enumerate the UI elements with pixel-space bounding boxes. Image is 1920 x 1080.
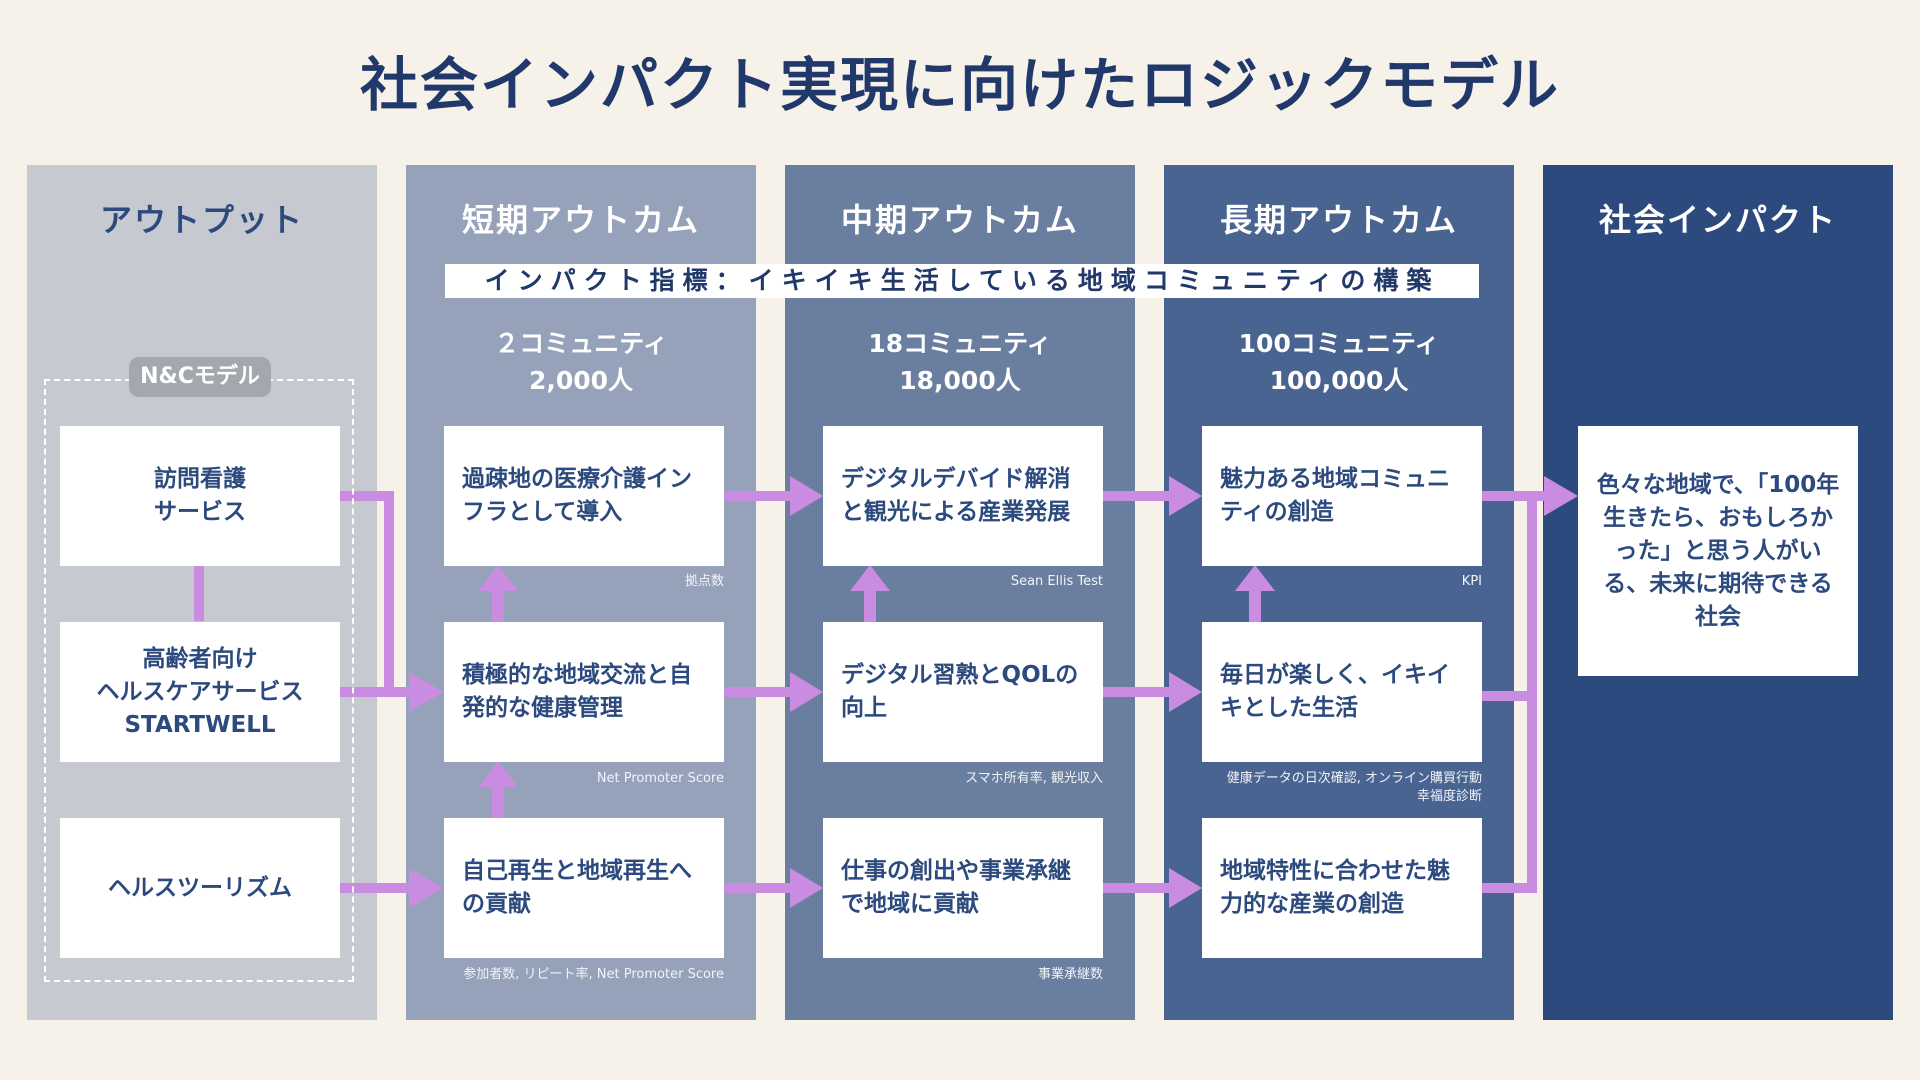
short-term-metric: Net Promoter Score bbox=[596, 771, 724, 786]
connector-line bbox=[1482, 691, 1537, 701]
arrow-head bbox=[409, 868, 444, 908]
box-line: サービス bbox=[154, 499, 246, 525]
target-long-term: 100コミュニティ 100,000人 bbox=[1164, 325, 1514, 399]
box-text: デジタル習熟とQOLの向上 bbox=[841, 662, 1079, 721]
arrow-head bbox=[1169, 476, 1202, 516]
target-mid-term: 18コミュニティ 18,000人 bbox=[785, 325, 1135, 399]
mid-term-box: デジタル習熟とQOLの向上 bbox=[823, 622, 1103, 762]
target-people: 18,000人 bbox=[899, 366, 1021, 395]
arrow-head bbox=[1169, 868, 1202, 908]
short-term-box: 自己再生と地域再生への貢献 bbox=[444, 818, 724, 958]
column-header-mid-term: 中期アウトカム bbox=[840, 201, 1079, 239]
connector-line bbox=[1103, 687, 1169, 697]
box-text: 積極的な地域交流と自発的な健康管理 bbox=[462, 662, 692, 721]
box-text: 毎日が楽しく、イキイキとした生活 bbox=[1220, 662, 1450, 721]
box-text: 過疎地の医療介護インフラとして導入 bbox=[462, 466, 692, 525]
long-term-metric: 健康データの日次確認, オンライン購買行動 bbox=[1226, 771, 1482, 786]
box-text: 仕事の創出や事業承継で地域に貢献 bbox=[841, 858, 1071, 917]
connector-line bbox=[339, 883, 409, 893]
connector-line bbox=[492, 591, 504, 622]
connector-line bbox=[384, 491, 394, 697]
output-link-line bbox=[194, 566, 204, 621]
arrow-head-up bbox=[478, 761, 518, 787]
short-term-metric: 拠点数 bbox=[684, 574, 724, 589]
short-term-box: 過疎地の医療介護インフラとして導入 bbox=[444, 426, 724, 566]
target-short-term: ２コミュニティ 2,000人 bbox=[406, 325, 756, 399]
target-people: 2,000人 bbox=[528, 366, 634, 395]
social-impact-box: 色々な地域で、「100年生きたら、おもしろかった」と思う人がいる、未来に期待でき… bbox=[1578, 426, 1858, 676]
target-people: 100,000人 bbox=[1269, 366, 1409, 395]
target-communities: 100コミュニティ bbox=[1238, 329, 1440, 358]
box-line: 高齢者向け bbox=[142, 645, 258, 672]
arrow-head-up bbox=[478, 565, 518, 591]
arrow-head bbox=[790, 672, 823, 712]
long-term-box: 地域特性に合わせた魅力的な産業の創造 bbox=[1202, 818, 1482, 958]
connector-line bbox=[864, 591, 876, 622]
box-line: STARTWELL bbox=[124, 711, 276, 738]
short-term-box: 積極的な地域交流と自発的な健康管理 bbox=[444, 622, 724, 762]
long-term-box: 魅力ある地域コミュニティの創造 bbox=[1202, 426, 1482, 566]
target-communities: ２コミュニティ bbox=[494, 329, 668, 358]
column-header-long-term: 長期アウトカム bbox=[1219, 201, 1458, 239]
output-box-visiting-nursing: 訪問看護 サービス bbox=[60, 426, 340, 566]
connector-line bbox=[339, 687, 409, 697]
arrow-head-up bbox=[1235, 565, 1275, 591]
box-text: 色々な地域で、「100年生きたら、おもしろかった」と思う人がいる、未来に期待でき… bbox=[1596, 471, 1840, 630]
box-text: デジタルデバイド解消と観光による産業発展 bbox=[841, 466, 1071, 525]
connector-line bbox=[1537, 491, 1547, 501]
column-header-output: アウトプット bbox=[99, 201, 304, 239]
column-header-impact: 社会インパクト bbox=[1598, 201, 1837, 239]
output-box-health-tourism: ヘルスツーリズム bbox=[60, 818, 340, 958]
box-text: 自己再生と地域再生への貢献 bbox=[462, 858, 692, 917]
impact-indicator-banner: インパクト指標：イキイキ生活している地域コミュニティの構築 bbox=[445, 264, 1479, 298]
connector-line bbox=[724, 687, 790, 697]
box-line: 訪問看護 bbox=[154, 466, 246, 492]
long-term-metric: KPI bbox=[1461, 574, 1482, 589]
connector-line bbox=[492, 787, 504, 818]
box-text: 地域特性に合わせた魅力的な産業の創造 bbox=[1220, 858, 1450, 917]
box-line: ヘルスツーリズム bbox=[108, 874, 292, 901]
target-communities: 18コミュニティ bbox=[868, 329, 1052, 358]
connector-line bbox=[1527, 491, 1537, 893]
mid-term-box: 仕事の創出や事業承継で地域に貢献 bbox=[823, 818, 1103, 958]
connector-line bbox=[1103, 883, 1169, 893]
connector-line bbox=[724, 491, 790, 501]
connector-line bbox=[1249, 591, 1261, 622]
long-term-box: 毎日が楽しく、イキイキとした生活 bbox=[1202, 622, 1482, 762]
mid-term-metric: スマホ所有率, 観光収入 bbox=[965, 771, 1103, 786]
connector-line bbox=[1482, 883, 1537, 893]
nc-model-badge: N&Cモデル bbox=[129, 357, 271, 397]
mid-term-metric: 事業承継数 bbox=[1037, 967, 1103, 982]
connector-line bbox=[724, 883, 790, 893]
column-header-short-term: 短期アウトカム bbox=[461, 201, 700, 239]
arrow-head bbox=[1169, 672, 1202, 712]
mid-term-metric: Sean Ellis Test bbox=[1010, 574, 1103, 589]
box-text: 魅力ある地域コミュニティの創造 bbox=[1220, 466, 1450, 525]
arrow-head bbox=[790, 476, 823, 516]
arrow-head bbox=[1544, 476, 1578, 516]
long-term-metric: 幸福度診断 bbox=[1416, 789, 1482, 804]
page-title: 社会インパクト実現に向けたロジックモデル bbox=[359, 51, 1560, 119]
arrow-head bbox=[409, 672, 444, 712]
output-box-startwell: 高齢者向け ヘルスケアサービス STARTWELL bbox=[60, 622, 340, 762]
mid-term-box: デジタルデバイド解消と観光による産業発展 bbox=[823, 426, 1103, 566]
box-line: ヘルスケアサービス bbox=[96, 678, 304, 705]
arrow-head-up bbox=[850, 565, 890, 591]
connector-line bbox=[1482, 491, 1537, 501]
arrow-head bbox=[790, 868, 823, 908]
short-term-metric: 参加者数, リピート率, Net Promoter Score bbox=[463, 967, 724, 982]
connector-line bbox=[339, 491, 394, 501]
connector-line bbox=[1103, 491, 1169, 501]
